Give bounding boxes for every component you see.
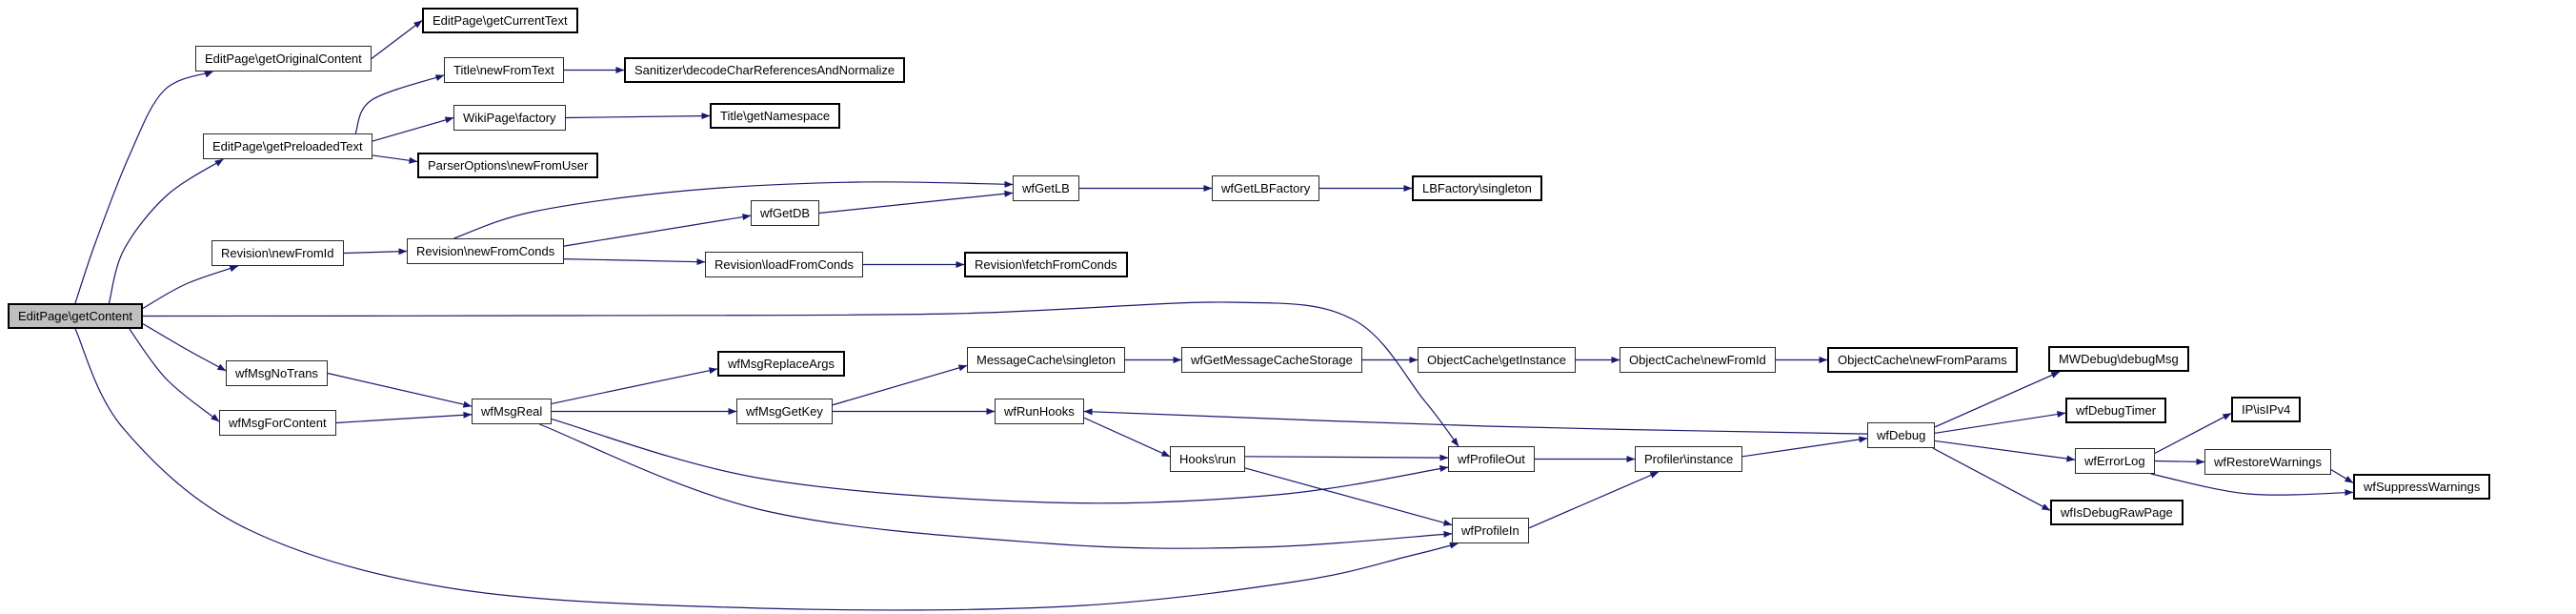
node-wfmsgreplaceargs[interactable]: wfMsgReplaceArgs [717, 351, 845, 377]
node-wfsuppresswarnings[interactable]: wfSuppressWarnings [2353, 474, 2491, 500]
node-parseroptions-newfromuser[interactable]: ParserOptions\newFromUser [417, 153, 599, 178]
call-edge [1934, 411, 2066, 434]
node-sanitizer-decodecharreferencesandnormalize[interactable]: Sanitizer\decodeCharReferencesAndNormali… [624, 57, 906, 83]
call-edge [129, 328, 220, 422]
node-objectcache-newfromid[interactable]: ObjectCache\newFromId [1620, 347, 1776, 373]
node-revision-loadfromconds[interactable]: Revision\loadFromConds [705, 252, 863, 277]
call-edge [343, 248, 408, 256]
call-edge [142, 265, 239, 309]
call-edge [335, 411, 473, 424]
node-title-getnamespace[interactable]: Title\getNamespace [710, 103, 841, 129]
call-edge [1244, 467, 1453, 526]
node-wfisdebugrawpage[interactable]: wfIsDebugRawPage [2050, 500, 2184, 525]
node-wfrestorewarnings[interactable]: wfRestoreWarnings [2204, 449, 2331, 475]
call-edge [354, 74, 445, 134]
node-wfgetdb[interactable]: wfGetDB [751, 200, 820, 226]
node-editpage-getoriginalcontent[interactable]: EditPage\getOriginalContent [195, 46, 372, 72]
node-wfprofilein[interactable]: wfProfileIn [1452, 518, 1529, 543]
node-editpage-getpreloadedtext[interactable]: EditPage\getPreloadedText [203, 133, 372, 159]
node-profiler-instance[interactable]: Profiler\instance [1635, 446, 1743, 472]
call-edge [563, 258, 706, 266]
call-edge [327, 372, 473, 408]
node-wfgetlbfactory[interactable]: wfGetLBFactory [1212, 175, 1320, 201]
call-edge [1083, 417, 1171, 458]
call-edge [2154, 458, 2205, 465]
call-edge [551, 419, 1449, 504]
node-wfdebugtimer[interactable]: wfDebugTimer [2065, 398, 2167, 423]
call-edge [2330, 469, 2354, 483]
call-edge [565, 113, 711, 120]
call-edges [74, 20, 2354, 611]
node-wfprofileout[interactable]: wfProfileOut [1448, 446, 1535, 472]
node-ip-isipv4[interactable]: IP\isIPv4 [2231, 397, 2302, 422]
call-edge [563, 214, 752, 247]
call-edge [1934, 440, 2076, 462]
call-edge [372, 116, 454, 142]
call-edge [832, 364, 968, 406]
call-edge [142, 323, 227, 372]
call-edge [539, 423, 1453, 549]
node-objectcache-getinstance[interactable]: ObjectCache\getInstance [1418, 347, 1576, 373]
node-lbfactory-singleton[interactable]: LBFactory\singleton [1412, 175, 1542, 201]
node-messagecache-singleton[interactable]: MessageCache\singleton [967, 347, 1125, 373]
node-wikipage-factory[interactable]: WikiPage\factory [453, 105, 566, 131]
call-edge [818, 190, 1014, 215]
node-wfrunhooks[interactable]: wfRunHooks [995, 399, 1084, 424]
node-wfgetmessagecachestorage[interactable]: wfGetMessageCacheStorage [1181, 347, 1362, 373]
node-mwdebug-debugmsg[interactable]: MWDebug\debugMsg [2048, 346, 2189, 372]
node-revision-newfromconds[interactable]: Revision\newFromConds [407, 238, 565, 264]
call-edge [1083, 408, 1868, 435]
call-edge [551, 367, 718, 404]
node-objectcache-newfromparams[interactable]: ObjectCache\newFromParams [1827, 347, 2018, 373]
call-edge [371, 20, 423, 59]
node-wfmsgforcontent[interactable]: wfMsgForContent [219, 410, 336, 436]
node-wfdebug[interactable]: wfDebug [1867, 422, 1936, 448]
call-edge [1934, 371, 2061, 428]
node-wfmsgreal[interactable]: wfMsgReal [472, 399, 553, 424]
node-wfgetlb[interactable]: wfGetLB [1013, 175, 1079, 201]
node-editpage-getcurrenttext[interactable]: EditPage\getCurrentText [422, 8, 578, 33]
node-revision-fetchfromconds[interactable]: Revision\fetchFromConds [964, 252, 1128, 277]
call-edge [1932, 447, 2051, 511]
node-wfmsggetkey[interactable]: wfMsgGetKey [736, 399, 833, 424]
node-revision-newfromid[interactable]: Revision\newFromId [211, 240, 344, 266]
call-edge [453, 180, 1014, 239]
call-edge [1244, 454, 1449, 461]
call-edge [74, 71, 213, 304]
call-edge [372, 154, 418, 164]
call-edge [108, 158, 224, 304]
node-title-newfromtext[interactable]: Title\newFromText [444, 57, 564, 83]
node-editpage-getcontent[interactable]: EditPage\getContent [8, 303, 143, 329]
node-wferrorlog[interactable]: wfErrorLog [2075, 448, 2155, 474]
call-edge [1528, 471, 1660, 529]
node-hooks-run[interactable]: Hooks\run [1170, 446, 1246, 472]
call-edge [2150, 473, 2354, 497]
node-wfmsgnotrans[interactable]: wfMsgNoTrans [226, 360, 328, 386]
call-edge [1741, 436, 1868, 458]
